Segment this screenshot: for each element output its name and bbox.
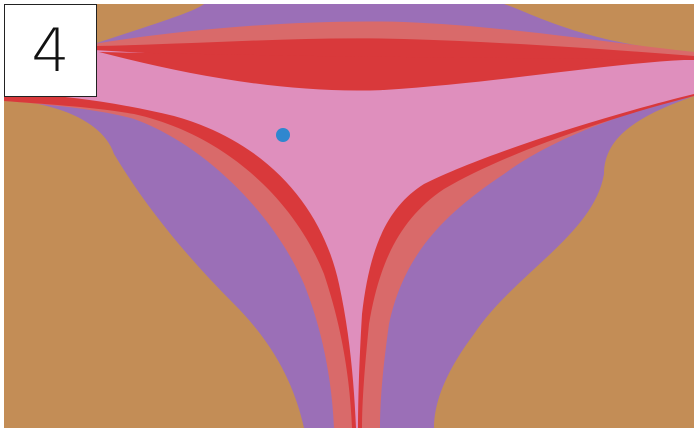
step-number-badge: 4 xyxy=(4,4,97,97)
blue-dot-marker-icon[interactable] xyxy=(276,128,290,142)
illustration-frame: 4 xyxy=(4,4,694,428)
layered-cross-section-illustration xyxy=(4,4,694,428)
step-number-label: 4 xyxy=(31,21,69,81)
